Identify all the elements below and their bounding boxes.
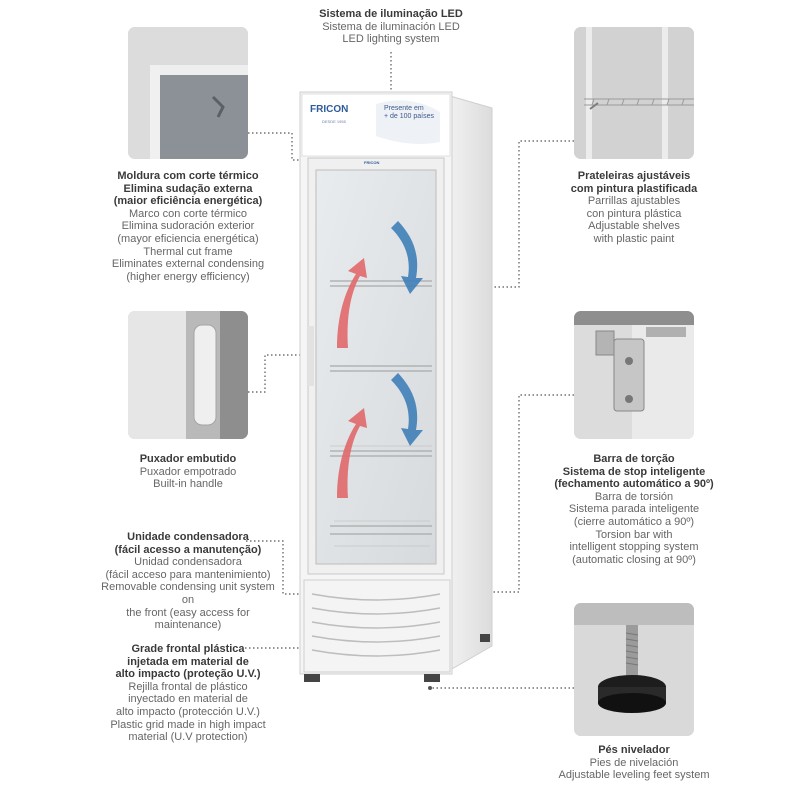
photo-thermal-frame [128,27,248,159]
feature-frame-title: (maior eficiência energética) [113,195,263,208]
feature-condenser-line: (fácil acceso para mantenimiento) [105,568,271,581]
photo-torsion-bar-art [574,311,694,439]
feature-feet-title: Pés nivelador [598,744,670,756]
feature-frame-line: Elimina sudoración exterior [121,220,255,233]
feature-grille-line: Plastic grid made in high impact [110,718,266,731]
feature-torsion-line: (automatic closing at 90º) [572,553,696,566]
feature-shelves-line: Parrillas ajustables [587,195,681,208]
feature-grille-line: material (U.V protection) [128,731,248,744]
feature-shelves-line: with plastic paint [593,232,675,245]
feature-torsion-title: Sistema de stop inteligente [562,465,706,478]
feature-thermal-frame: Moldura com corte térmico Elimina sudaçã… [108,170,268,283]
feature-adjustable-shelves: Prateleiras ajustáveis com pintura plast… [554,170,714,246]
feature-feet-line: Adjustable leveling feet system [558,769,710,782]
header-slogan: Presente em + de 100 países [384,105,434,121]
header-slogan-line2: + de 100 países [384,113,435,120]
feature-condenser-line: the front (easy access for maintenance) [126,606,250,632]
photo-leveling-feet-art [574,603,694,736]
feature-torsion-line: Sistema parada inteligente [568,503,700,516]
feature-grille-line: alto impacto (protección U.V.) [116,705,260,718]
feature-led-line: LED lighting system [342,33,440,46]
leader-line-handle [248,354,305,393]
fricon-logo-sub: DESDE 1955 [322,119,346,124]
feature-frame-line: (higher energy efficiency) [126,270,250,283]
photo-handle-art [128,311,248,439]
feature-built-in-handle: Puxador embutido Puxador empotrado Built… [108,453,268,491]
feature-torsion-line: Barra de torsión [594,490,674,503]
fricon-logo: FRICON [310,104,370,115]
photo-handle [128,311,248,439]
feature-frame-line: Eliminates external condensing [111,258,265,271]
feature-torsion-line: intelligent stopping system [569,541,699,554]
feature-condenser-title: (fácil acesso a manutenção) [114,543,262,556]
feature-grille-title: Grade frontal plástica [131,643,245,655]
feature-frame-line: Thermal cut frame [143,245,233,258]
feature-condenser-line: Removable condensing unit system on [101,581,275,606]
feature-frame-line: (mayor eficiencia energética) [117,232,259,245]
leader-line-condenser [246,540,306,595]
feature-front-grille: Grade frontal plástica injetada em mater… [98,643,278,744]
feature-shelves-line: con pintura plástica [586,207,682,220]
feature-condenser-line: Unidad condensadora [134,556,242,569]
feature-torsion-bar: Barra de torção Sistema de stop intelige… [544,453,724,566]
feature-handle-line: Puxador empotrado [139,465,237,478]
feature-shelves-title: com pintura plastificada [570,182,698,195]
refrigerator-illustration [299,91,493,682]
feature-grille-title: injetada em material de [127,655,249,668]
feature-frame-line: Marco con corte térmico [129,207,247,220]
header-slogan-line1: Presente em [384,105,424,112]
fricon-logo-text: FRICON [310,104,349,115]
feature-handle-line: Built-in handle [153,478,223,491]
feature-shelves-title: Prateleiras ajustáveis [577,170,691,182]
feature-handle-title: Puxador embutido [139,453,237,465]
feature-leveling-feet: Pés nivelador Pies de nivelación Adjusta… [544,744,724,782]
feature-torsion-line: (cierre automático a 90º) [573,515,695,528]
feature-grille-line: Rejilla frontal de plástico [128,680,248,693]
feature-torsion-title: (fechamento automático a 90º) [554,478,714,491]
feature-led-lighting: Sistema de iluminação LED Sistema de ilu… [311,8,471,46]
feature-condensing-unit: Unidade condensadora (fácil acesso a man… [98,531,278,632]
feature-torsion-line: Torsion bar with [595,528,673,541]
photo-shelves [574,27,694,159]
leader-line-torsion [432,394,574,593]
feature-frame-title: Elimina sudação externa [123,182,253,195]
photo-leveling-feet [574,603,694,736]
feature-condenser-title: Unidade condensadora [127,531,249,543]
feature-shelves-line: Adjustable shelves [588,220,680,233]
feature-torsion-title: Barra de torção [593,453,675,465]
door-logo: FRICON [364,160,380,165]
feature-grille-line: inyectado en material de [128,693,248,706]
feature-led-line: Sistema de iluminación LED [322,20,460,33]
feature-grille-title: alto impacto (proteção U.V.) [115,668,261,681]
feature-feet-line: Pies de nivelación [589,756,679,769]
photo-shelves-art [574,27,694,159]
feature-frame-title: Moldura com corte térmico [117,170,259,182]
feature-led-title: Sistema de iluminação LED [319,8,463,20]
photo-torsion-bar [574,311,694,439]
photo-thermal-frame-art [128,27,248,159]
